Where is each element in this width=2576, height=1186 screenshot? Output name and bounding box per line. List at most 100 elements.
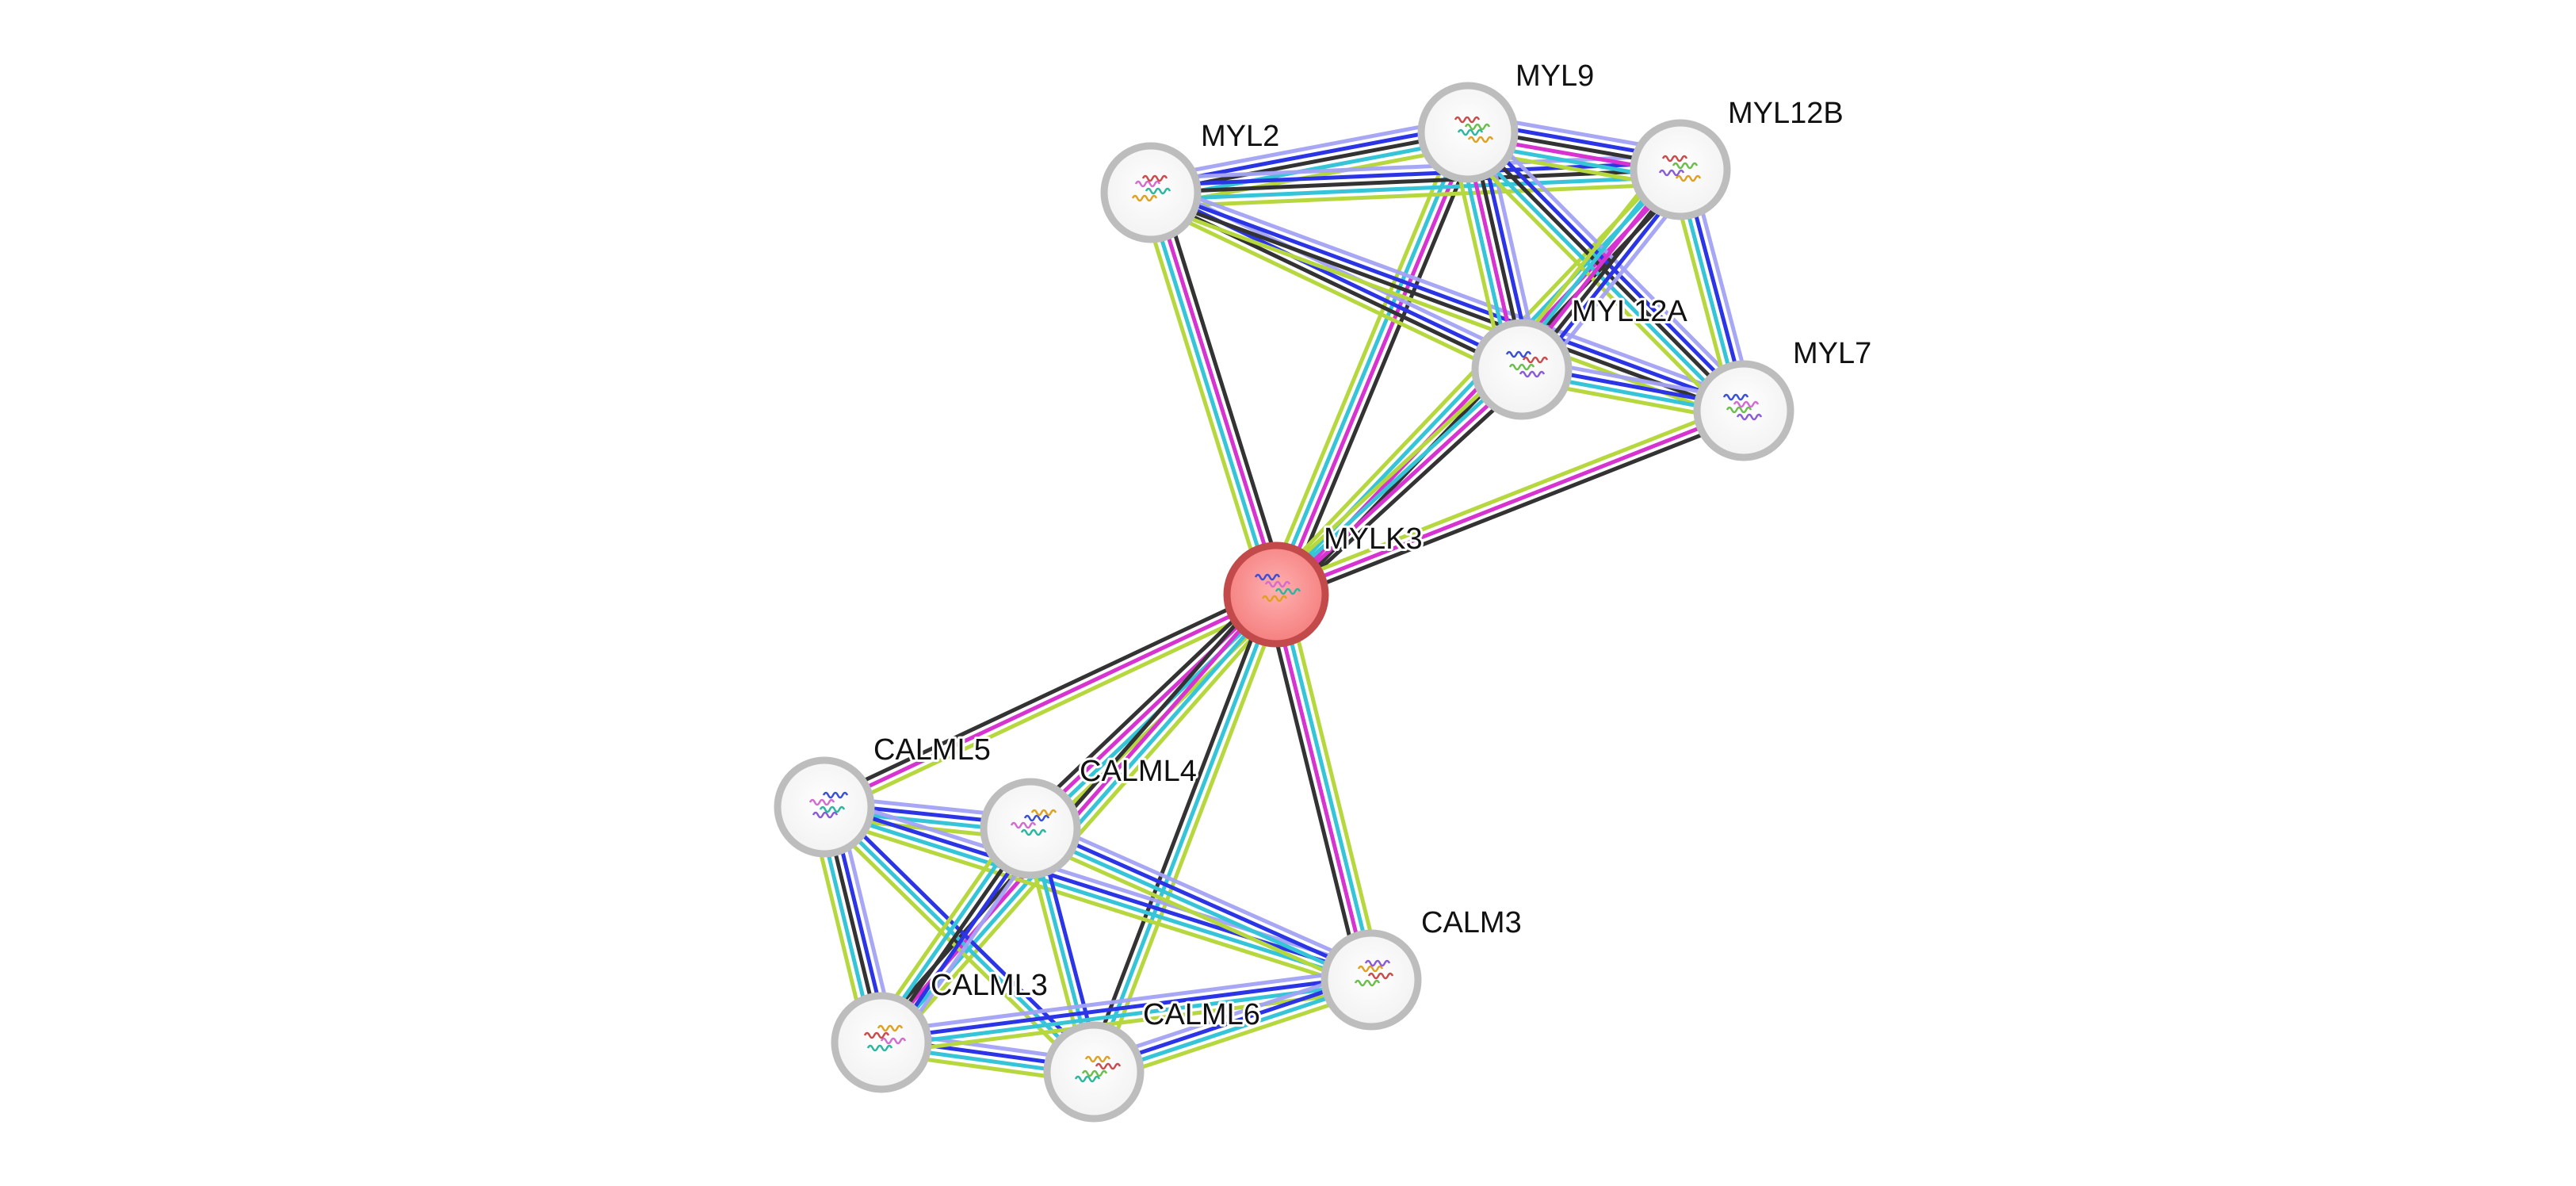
node-label-myl2: MYL2: [1201, 120, 1279, 153]
edge-evidence-curated_database: [1091, 594, 1278, 1073]
edge-evidence-homology: [879, 967, 1370, 1035]
node-calml6[interactable]: CALML6: [1043, 996, 1263, 1123]
edge-evidence-cooccurrence: [824, 802, 1374, 979]
edge-evidence-textmining: [888, 600, 1286, 1051]
node-bubble[interactable]: [1693, 360, 1794, 461]
node-bubble[interactable]: [831, 992, 932, 1093]
node-bubble[interactable]: [1320, 929, 1422, 1031]
node-calml3[interactable]: CALML3: [831, 966, 1050, 1093]
protein-structure-icon: [1010, 809, 1057, 836]
node-myl12a[interactable]: MYL12A: [1471, 293, 1690, 420]
edge-evidence-textmining: [1138, 195, 1268, 599]
node-calml5[interactable]: CALML5: [774, 731, 993, 858]
node-label-mylk3: MYLK3: [1324, 522, 1423, 556]
protein-structure-icon: [863, 1024, 907, 1052]
protein-structure-icon: [1354, 959, 1394, 987]
edge-evidence-cooccurrence: [1151, 187, 1746, 410]
protein-structure-icon: [1658, 155, 1702, 182]
protein-structure-icon: [1505, 350, 1549, 378]
edge-evidence-cooccurrence: [1030, 823, 1374, 979]
edge-evidence-textmining: [1284, 591, 1384, 978]
edge-evidence-cooccurrence: [1471, 125, 1751, 407]
protein-structure-icon: [1131, 174, 1171, 202]
node-label-calml5: CALML5: [873, 733, 991, 767]
node-bubble[interactable]: [980, 778, 1081, 879]
edge-evidence-coexpression: [1282, 376, 1531, 604]
edge-evidence-homology: [1148, 116, 1466, 181]
edge-evidence-textmining: [1145, 200, 1519, 381]
edge-evidence-experimental: [1277, 132, 1473, 597]
edge-mylk3-myl2[interactable]: [1138, 189, 1289, 599]
edge-evidence-coexpression: [1284, 136, 1480, 600]
edge-evidence-coexpression: [1021, 585, 1271, 823]
edge-evidence-textmining: [1146, 201, 1741, 423]
edge-myl2-myl7[interactable]: [1146, 180, 1749, 423]
edge-evidence-homology: [1153, 180, 1749, 403]
protein-structure-icon: [1454, 116, 1494, 143]
node-calm3[interactable]: CALM3: [1320, 904, 1524, 1031]
edge-evidence-experimental: [823, 592, 1278, 809]
node-label-myl9: MYL9: [1515, 59, 1594, 93]
edge-mylk3-calml6[interactable]: [1085, 591, 1285, 1076]
edge-evidence-textmining: [1267, 360, 1516, 588]
node-myl12b[interactable]: MYL12B: [1630, 94, 1846, 220]
edge-evidence-textmining: [826, 599, 1280, 816]
edge-evidence-textmining: [820, 815, 1369, 993]
edge-evidence-curated_database: [1151, 174, 1681, 202]
edge-evidence-curated_database: [1272, 365, 1521, 594]
edge-evidence-cooccurrence: [881, 974, 1371, 1042]
edge-evidence-textmining: [1151, 182, 1681, 209]
edge-evidence-coexpression: [1278, 415, 1748, 603]
node-label-calml6: CALML6: [1143, 998, 1260, 1031]
edge-evidence-experimental: [1026, 590, 1275, 828]
query-node-bubble[interactable]: [1223, 541, 1329, 648]
edge-mylk3-myl9[interactable]: [1264, 127, 1480, 600]
protein-structure-icon: [1254, 573, 1301, 603]
node-label-calml3: CALML3: [931, 969, 1048, 1002]
edge-evidence-coexpression: [1263, 596, 1363, 983]
node-calml4[interactable]: CALML4: [980, 752, 1199, 879]
edge-evidence-curated_database: [822, 808, 1371, 985]
edge-mylk3-myl7[interactable]: [1272, 402, 1748, 603]
edge-calml3-calm3[interactable]: [879, 967, 1374, 1055]
node-label-calm3: CALM3: [1421, 906, 1522, 939]
node-myl2[interactable]: MYL2: [1100, 117, 1282, 243]
edge-mylk3-myl12a[interactable]: [1267, 360, 1531, 604]
edge-evidence-curated_database: [1271, 130, 1467, 595]
edge-evidence-coexpression: [1159, 189, 1289, 592]
edge-mylk3-calm3[interactable]: [1263, 591, 1384, 983]
edge-evidence-curated_database: [823, 805, 1095, 1073]
edge-evidence-coexpression: [1085, 591, 1271, 1070]
node-bubble[interactable]: [1471, 319, 1573, 420]
edge-evidence-textmining: [1025, 836, 1368, 992]
edge-evidence-coexpression: [1148, 193, 1744, 416]
edge-evidence-experimental: [1271, 595, 1370, 981]
protein-structure-icon: [1074, 1055, 1122, 1083]
node-label-myl12a: MYL12A: [1572, 295, 1687, 328]
node-myl7[interactable]: MYL7: [1693, 335, 1874, 461]
node-mylk3[interactable]: MYLK3: [1223, 520, 1425, 648]
protein-structure-icon: [1722, 393, 1763, 421]
edge-mylk3-calml5[interactable]: [820, 586, 1280, 816]
node-label-myl12b: MYL12B: [1728, 97, 1844, 130]
node-myl9[interactable]: MYL9: [1417, 57, 1596, 183]
edge-evidence-curated_database: [1028, 829, 1371, 985]
edge-evidence-experimental: [1152, 190, 1282, 595]
node-label-calml4: CALML4: [1080, 755, 1197, 788]
edge-evidence-textmining: [1264, 127, 1460, 591]
edge-evidence-experimental: [1275, 408, 1745, 597]
edge-evidence-textmining: [1099, 596, 1285, 1076]
edge-calml5-calm3[interactable]: [820, 794, 1375, 993]
edge-evidence-experimental: [1277, 370, 1526, 599]
edge-evidence-textmining: [1272, 402, 1742, 590]
edge-calml4-calm3[interactable]: [1025, 817, 1377, 992]
node-label-myl7: MYL7: [1793, 337, 1871, 370]
edge-evidence-coexpression: [820, 586, 1275, 803]
edge-evidence-homology: [1034, 817, 1377, 972]
protein-structure-icon: [808, 791, 849, 819]
edge-evidence-curated_database: [1145, 193, 1275, 597]
edge-evidence-curated_database: [1277, 593, 1377, 980]
edge-evidence-homology: [827, 794, 1375, 972]
